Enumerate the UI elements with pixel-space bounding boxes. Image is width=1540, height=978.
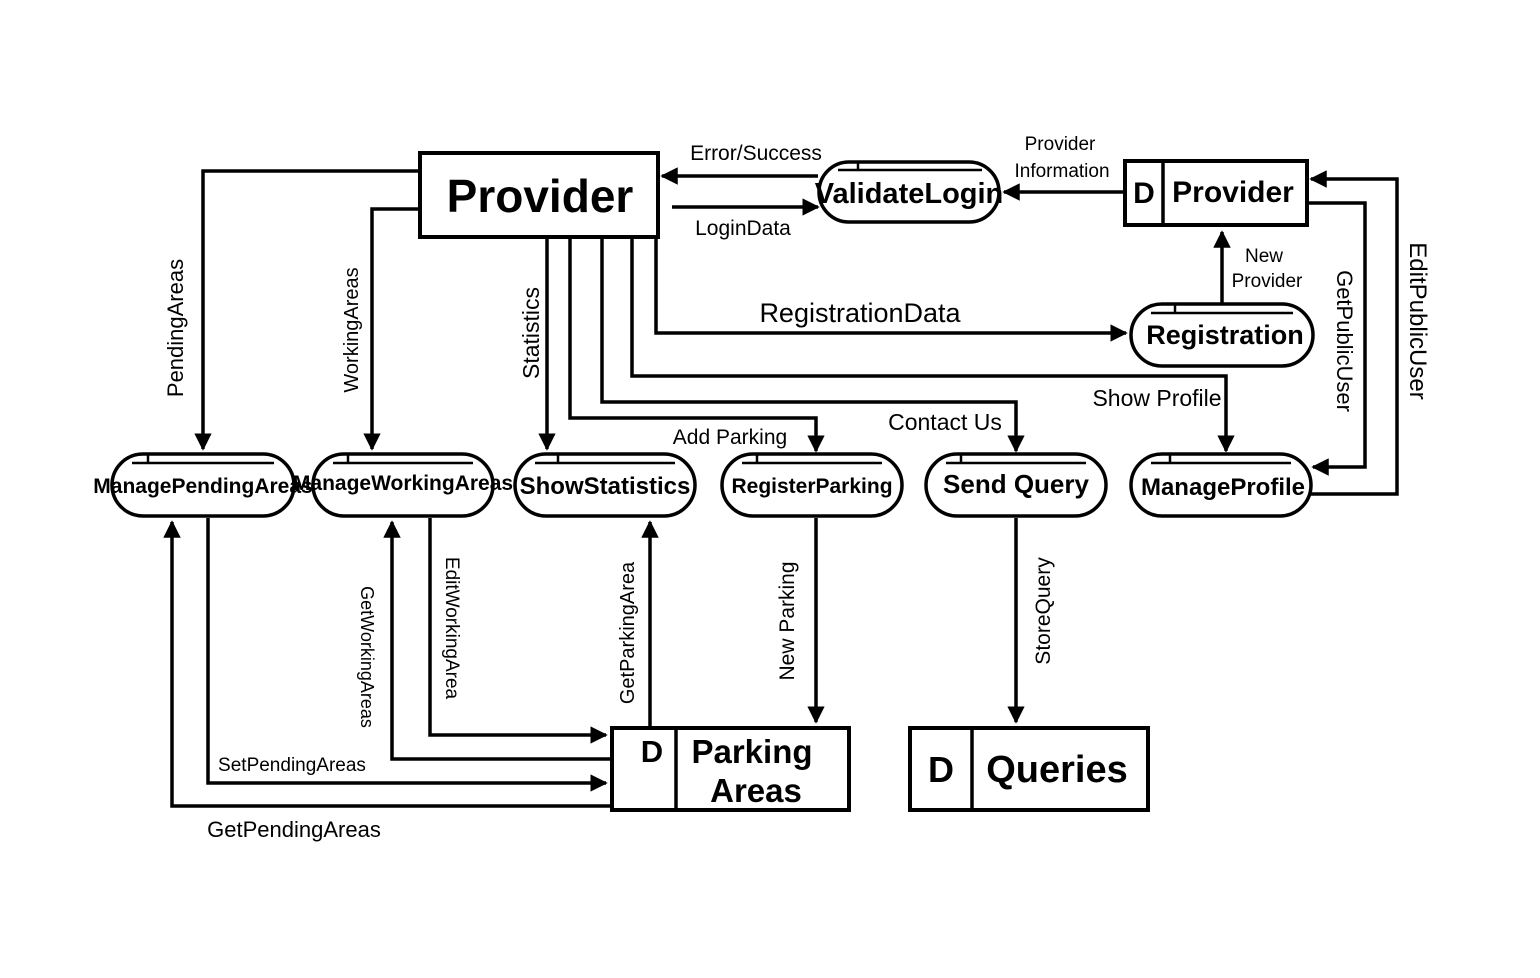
store-parking-areas: D Parking Areas xyxy=(610,726,851,812)
flow-label-add-parking: Add Parking xyxy=(673,426,787,449)
flow-labels: Error/Success LoginData Provider Informa… xyxy=(163,134,1431,842)
flow-label-provider-information-line1: Provider xyxy=(1025,134,1096,155)
process-manage-pending-areas: ManagePendingAreas xyxy=(93,452,313,518)
store-parking-areas-label-line2: Areas xyxy=(710,772,802,809)
flow-label-registration-data: RegistrationData xyxy=(759,298,961,328)
entity-provider-box xyxy=(418,151,660,239)
store-parking-areas-box xyxy=(610,726,851,812)
flow-edit-public-user xyxy=(1309,170,1399,496)
store-provider: D Provider xyxy=(1123,159,1309,227)
process-manage-working-areas-label: ManageWorkingAreas xyxy=(293,472,513,495)
flow-get-working-areas xyxy=(383,520,612,761)
process-registration: Registration xyxy=(1129,302,1315,368)
process-manage-pending-areas-label: ManagePendingAreas xyxy=(93,475,312,498)
process-register-parking: RegisterParking xyxy=(720,452,904,518)
flow-label-show-profile: Show Profile xyxy=(1092,385,1221,411)
flow-label-new-provider-line1: New xyxy=(1245,246,1283,267)
store-parking-areas-label-line1: Parking xyxy=(691,733,812,770)
process-manage-working-areas-shape xyxy=(311,452,495,518)
flow-label-edit-working-area: EditWorkingArea xyxy=(441,557,462,700)
flow-label-get-working-areas: GetWorkingAreas xyxy=(357,586,377,728)
flow-label-pending-areas: PendingAreas xyxy=(163,259,188,397)
process-manage-profile-shape xyxy=(1129,452,1313,518)
store-parking-areas-tag: D xyxy=(641,734,663,769)
flow-get-public-user xyxy=(1308,201,1367,476)
store-queries-label: Queries xyxy=(986,749,1128,791)
store-provider-tag: D xyxy=(1133,177,1155,210)
process-show-statistics: ShowStatistics xyxy=(513,452,697,518)
flow-label-get-public-user: GetPublicUser xyxy=(1332,270,1357,412)
flow-label-working-areas: WorkingAreas xyxy=(341,267,363,392)
flow-label-provider-information-line2: Information xyxy=(1014,161,1109,182)
store-provider-box xyxy=(1123,159,1309,227)
flow-label-contact-us: Contact Us xyxy=(888,409,1002,435)
flow-add-parking xyxy=(568,238,825,453)
process-manage-working-areas: ManageWorkingAreas xyxy=(293,452,513,518)
store-queries-tag: D xyxy=(928,749,954,790)
process-send-query: Send Query xyxy=(924,452,1108,518)
store-queries-box xyxy=(908,726,1150,812)
flow-registration-data xyxy=(654,238,1128,342)
flow-label-new-parking: New Parking xyxy=(776,561,799,680)
flow-get-pending-areas xyxy=(163,520,612,808)
flow-label-edit-public-user: EditPublicUser xyxy=(1404,242,1431,399)
process-validate-login-shape xyxy=(817,160,1001,224)
entity-provider: Provider xyxy=(418,151,660,239)
flow-label-new-provider-line2: Provider xyxy=(1232,271,1303,292)
process-manage-profile: ManageProfile xyxy=(1129,452,1313,518)
flow-label-get-pending-areas: GetPendingAreas xyxy=(207,817,381,842)
flow-label-login-data: LoginData xyxy=(695,217,791,240)
process-send-query-label: Send Query xyxy=(943,469,1089,499)
flow-working-areas xyxy=(363,207,420,451)
process-manage-pending-areas-shape xyxy=(110,452,296,518)
flow-pending-areas xyxy=(194,169,420,451)
flow-lines xyxy=(163,167,1399,808)
process-validate-login-label: ValidateLogin xyxy=(815,178,1004,210)
flow-label-set-pending-areas: SetPendingAreas xyxy=(218,755,366,776)
process-registration-shape xyxy=(1129,302,1315,368)
entity-provider-label: Provider xyxy=(447,170,634,222)
flow-label-store-query: StoreQuery xyxy=(1032,557,1055,665)
process-register-parking-label: RegisterParking xyxy=(731,475,892,498)
process-validate-login: ValidateLogin xyxy=(815,160,1004,224)
flow-set-pending-areas xyxy=(206,518,608,792)
process-send-query-shape xyxy=(924,452,1108,518)
process-show-statistics-shape xyxy=(513,452,697,518)
flow-show-profile xyxy=(630,238,1235,453)
flow-label-get-parking-area: GetParkingArea xyxy=(617,561,639,704)
process-show-statistics-label: ShowStatistics xyxy=(520,473,691,500)
flow-label-statistics: Statistics xyxy=(518,287,544,379)
flow-contact-us xyxy=(600,238,1025,453)
store-queries: D Queries xyxy=(908,726,1150,812)
process-register-parking-shape xyxy=(720,452,904,518)
store-provider-label: Provider xyxy=(1172,176,1294,209)
process-registration-label: Registration xyxy=(1146,320,1304,350)
process-manage-profile-label: ManageProfile xyxy=(1141,474,1305,501)
flow-label-error-success: Error/Success xyxy=(690,142,822,165)
flow-edit-working-area xyxy=(428,518,608,744)
